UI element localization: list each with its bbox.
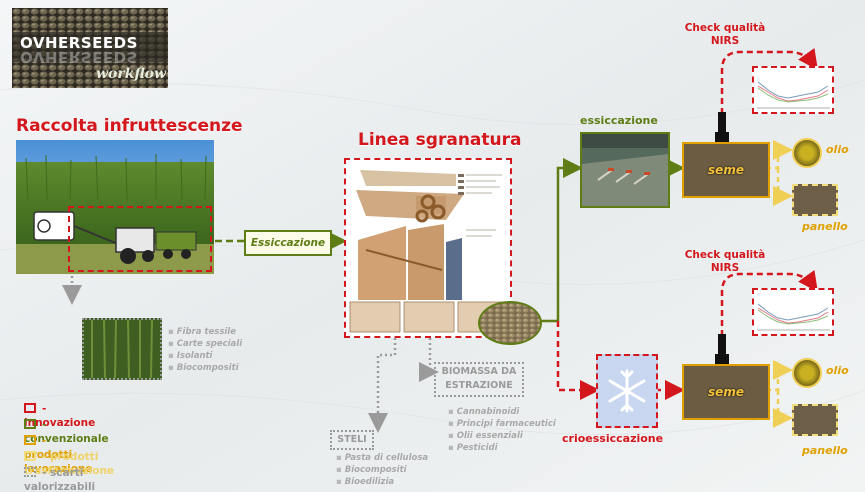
essiccazione-box: Essiccazione	[244, 230, 332, 256]
legend-item-prodotti-trasformazione: - prodotti trasformazione	[24, 450, 114, 477]
legend-item-convenzionale: - convenzionale	[24, 418, 109, 445]
legend-item-prodotti-lavorazione: - prodotti lavorazione	[24, 434, 93, 475]
steli-label: STELI	[337, 434, 367, 445]
seme-box-bottom: seme	[682, 364, 770, 420]
connector-seme-panello-top	[773, 168, 793, 206]
biomass-label-line1: BIOMASSA DA	[441, 366, 517, 377]
biomass-use-item: Pesticidi	[448, 442, 556, 454]
legend-label-prodotti-trasformazione: - prodotti trasformazione	[24, 451, 115, 477]
connector-seme-olio-bottom	[766, 360, 793, 392]
quality-check-bottom-line1: Check qualità	[684, 249, 766, 261]
stems-use-item: Biocompositi	[168, 362, 242, 374]
legend-swatch-prodotti-trasformazione	[24, 451, 36, 461]
stems-use-item: Fibra tessile	[168, 326, 242, 338]
biomass-uses-list: Cannabinoidi Principi farmaceutici Olii …	[448, 406, 556, 454]
seed-texture	[12, 8, 168, 88]
biomass-use-item: Cannabinoidi	[448, 406, 556, 418]
freeze-drying-box	[596, 354, 658, 428]
dryer-photo	[580, 132, 670, 208]
logo: OVHERSEEDS OVHERSEEDS workflow	[12, 8, 168, 88]
steli-uses-list: Pasta di cellulosa Biocompositi Bioedili…	[336, 452, 428, 488]
legend-swatch-convenzionale	[24, 419, 36, 429]
drying-label: essiccazione	[580, 114, 658, 127]
biomass-use-item: Principi farmaceutici	[448, 418, 556, 430]
threshing-title: Linea sgranatura	[358, 130, 522, 150]
legend-label-convenzionale: - convenzionale	[24, 419, 109, 445]
harvest-photo	[16, 140, 214, 274]
connector-nirs-bottom	[720, 269, 818, 336]
cake-image-top	[792, 184, 838, 216]
seme-label-bottom: seme	[708, 385, 744, 399]
nirs-spectrum-top	[752, 66, 834, 114]
quality-check-top-line1: Check qualità	[684, 22, 766, 34]
legend-label-prodotti-lavorazione: - prodotti lavorazione	[24, 435, 93, 475]
oil-label-top: olio	[826, 143, 849, 156]
cake-image-bottom	[792, 404, 838, 436]
connector-to-crioessiccazione	[556, 321, 600, 400]
legend-swatch-prodotti-lavorazione	[24, 435, 36, 445]
snowflake-icon	[608, 369, 646, 413]
connector-biomassa	[419, 338, 439, 382]
stems-use-item: Carte speciali	[168, 338, 242, 350]
oil-label-bottom: olio	[826, 364, 849, 377]
steli-box: STELI	[330, 430, 374, 450]
quality-check-top: Check qualità NIRS	[680, 22, 770, 48]
legend-swatch-scarti	[24, 467, 36, 477]
logo-subtitle: workflow	[96, 66, 167, 82]
connector-seme-panello-bottom	[773, 390, 793, 428]
connector-nirs-top	[720, 47, 818, 114]
freeze-drying-label: crioessiccazione	[562, 432, 664, 445]
nirs-sensor-bottom	[715, 334, 729, 366]
cake-label-bottom: panello	[802, 444, 848, 457]
nirs-spectrum-bottom	[752, 288, 834, 336]
oil-image-bottom	[792, 358, 822, 388]
seeds-pile-center	[478, 301, 542, 345]
legend-item-innovazione: - innovazione	[24, 402, 95, 429]
stems-uses-list: Fibra tessile Carte speciali Isolanti Bi…	[168, 326, 242, 374]
harvester-innovation-frame	[68, 206, 212, 272]
stems-photo	[82, 318, 162, 380]
quality-check-bottom-line2: NIRS	[710, 262, 740, 274]
cake-label-top: panello	[802, 220, 848, 233]
connector-steli	[368, 338, 397, 433]
steli-use-item: Pasta di cellulosa	[336, 452, 428, 464]
biomass-box: BIOMASSA DA ESTRAZIONE	[434, 362, 524, 397]
steli-use-item: Biocompositi	[336, 464, 428, 476]
nirs-sensor-top	[715, 112, 729, 144]
threshing-machine-schematic	[349, 170, 507, 333]
threshing-line-box	[344, 158, 512, 338]
harvest-title: Raccolta infruttescenze	[16, 116, 243, 136]
legend-label-scarti: - scarti valorizzabili	[24, 467, 96, 492]
seme-box-top: seme	[682, 142, 770, 198]
connector-to-essiccazione	[556, 158, 583, 321]
steli-use-item: Bioedilizia	[336, 476, 428, 488]
oil-image-top	[792, 138, 822, 168]
quality-check-top-line2: NIRS	[710, 35, 740, 47]
logo-prefix: OV	[20, 34, 45, 52]
dryer-illustration	[582, 134, 668, 206]
legend-item-scarti: - scarti valorizzabili	[24, 466, 95, 492]
biomass-use-item: Olii essenziali	[448, 430, 556, 442]
legend-swatch-innovazione	[24, 403, 36, 413]
quality-check-bottom: Check qualità NIRS	[680, 249, 770, 275]
stems-use-item: Isolanti	[168, 350, 242, 362]
essiccazione-label: Essiccazione	[250, 237, 326, 249]
logo-suffix: HERSEEDS	[44, 34, 138, 52]
connector-seme-olio-top	[766, 140, 793, 170]
seme-label-top: seme	[708, 163, 744, 177]
legend-label-innovazione: - innovazione	[24, 403, 96, 429]
biomass-label-line2: ESTRAZIONE	[445, 380, 513, 391]
